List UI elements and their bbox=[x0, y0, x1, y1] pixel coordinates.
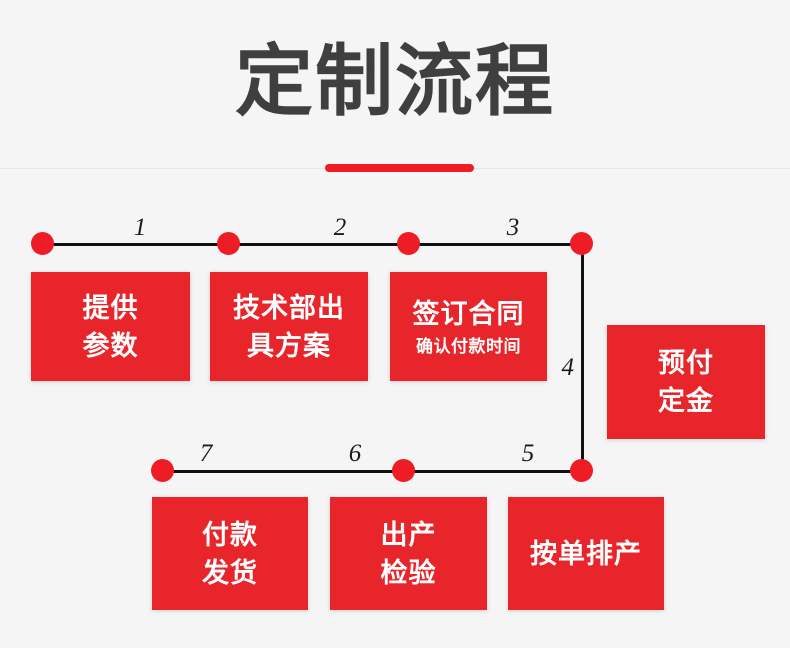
title-underline-accent bbox=[325, 164, 474, 172]
step-card-6-label: 出产 检验 bbox=[380, 519, 437, 588]
step-card-7[interactable]: 付款 发货 bbox=[152, 497, 308, 610]
step-number-7: 7 bbox=[199, 440, 213, 467]
step-card-4[interactable]: 预付 定金 bbox=[607, 325, 765, 439]
node-dot-step-3 bbox=[397, 232, 420, 255]
step-card-7-label: 付款 发货 bbox=[202, 519, 258, 588]
step-card-3-sublabel: 确认付款时间 bbox=[416, 336, 521, 356]
connector-line-top bbox=[48, 243, 588, 246]
node-dot-step-6 bbox=[392, 459, 415, 482]
step-number-3: 3 bbox=[506, 214, 520, 241]
step-card-5[interactable]: 按单排产 bbox=[508, 497, 664, 610]
step-card-3[interactable]: 签订合同 确认付款时间 bbox=[390, 272, 547, 381]
connector-line-bottom bbox=[160, 470, 588, 473]
step-card-5-label: 按单排产 bbox=[530, 538, 642, 569]
step-number-2: 2 bbox=[333, 214, 347, 241]
step-card-6[interactable]: 出产 检验 bbox=[330, 497, 487, 610]
connector-line-vertical bbox=[581, 248, 584, 470]
node-dot-corner-bottom-right bbox=[570, 459, 593, 482]
step-card-1-label: 提供 参数 bbox=[82, 292, 139, 361]
step-card-2[interactable]: 技术部出 具方案 bbox=[210, 272, 368, 381]
step-card-2-label: 技术部出 具方案 bbox=[233, 292, 345, 361]
page-title: 定制流程 bbox=[234, 37, 555, 125]
step-number-5: 5 bbox=[521, 440, 535, 467]
step-number-1: 1 bbox=[133, 214, 147, 241]
node-dot-step-7 bbox=[151, 459, 174, 482]
step-number-6: 6 bbox=[348, 440, 362, 467]
node-dot-corner-top-right bbox=[570, 232, 593, 255]
step-number-4: 4 bbox=[561, 354, 575, 381]
step-card-1[interactable]: 提供 参数 bbox=[31, 272, 190, 381]
step-card-4-label: 预付 定金 bbox=[658, 348, 714, 416]
node-dot-step-2 bbox=[217, 232, 240, 255]
step-card-3-label: 签订合同 bbox=[412, 298, 525, 329]
header-section: 定制流程 bbox=[0, 0, 790, 172]
node-dot-step-1 bbox=[31, 232, 54, 255]
